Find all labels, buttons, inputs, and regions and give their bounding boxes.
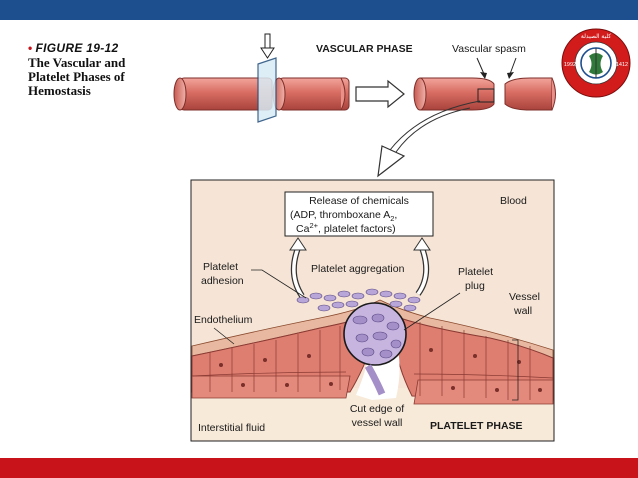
bullet-icon: • xyxy=(28,41,33,55)
platelet-adhesion-line-1: Platelet xyxy=(203,261,238,273)
vessel-wall-line-1: Vessel xyxy=(509,291,540,303)
subscript-2: 2 xyxy=(390,214,394,223)
interstitial-fluid-label: Interstitial fluid xyxy=(198,422,265,434)
platelet-phase-label: PLATELET PHASE xyxy=(430,420,523,432)
superscript-2plus: 2+ xyxy=(309,221,318,230)
figure-number: •FIGURE 19-12 xyxy=(28,41,118,55)
right-arrow-icon xyxy=(355,79,405,109)
constricted-vessel-illustration xyxy=(413,77,556,111)
platelet-plug-line-1: Platelet xyxy=(458,266,493,278)
feedback-arrows xyxy=(289,237,431,298)
figure-title-line-1: The Vascular and xyxy=(28,55,126,70)
release-line-2-text: (ADP, thromboxane A xyxy=(290,209,390,221)
cut-edge-line-2: vessel wall xyxy=(352,417,403,429)
figure-title: The Vascular and Platelet Phases of Hemo… xyxy=(28,56,198,98)
platelet-adhesion-line-2: adhesion xyxy=(201,275,244,287)
logo-year-left: 1992 xyxy=(564,62,576,68)
figure-title-line-3: Hemostasis xyxy=(28,83,91,98)
logo-arc-text: كلية الصيدلة xyxy=(581,33,611,40)
adhesion-leader-line xyxy=(251,269,307,299)
blood-label: Blood xyxy=(500,195,527,207)
cut-arrow-icon xyxy=(260,33,275,59)
platelet-phase-panel xyxy=(190,179,555,442)
release-line-2: (ADP, thromboxane A2, xyxy=(290,209,397,223)
college-logo: كلية الصيدلة 1992 1412 xyxy=(561,28,631,98)
figure-title-line-2: Platelet Phases of xyxy=(28,69,125,84)
platelet-aggregation-illustration xyxy=(296,288,421,312)
endothelium-label: Endothelium xyxy=(194,314,253,326)
release-chemicals-box xyxy=(284,191,434,237)
cut-edge-line-1: Cut edge of xyxy=(350,403,404,415)
figure-number-text: FIGURE 19-12 xyxy=(35,41,119,55)
endothelium-leader-line xyxy=(213,327,235,345)
plug-leader-line xyxy=(403,292,461,331)
platelet-plug-line-2: plug xyxy=(465,280,485,292)
vascular-phase-label: VASCULAR PHASE xyxy=(316,43,413,55)
release-line-2-comma: , xyxy=(394,209,397,221)
platelet-plug-illustration xyxy=(343,302,407,396)
platelet-aggregation-label: Platelet aggregation xyxy=(311,263,405,275)
vessel-wall-line-2: wall xyxy=(513,305,532,317)
vessel-wall-bracket xyxy=(512,339,519,401)
release-line-3: Ca2+, platelet factors) xyxy=(296,221,396,235)
intact-vessel-illustration xyxy=(173,57,350,123)
spasm-arrows xyxy=(476,57,517,79)
release-line-3-ca: Ca xyxy=(296,223,310,235)
bottom-banner xyxy=(0,458,638,478)
vascular-spasm-label: Vascular spasm xyxy=(452,43,526,55)
release-line-3-text: , platelet factors) xyxy=(318,223,396,235)
top-banner xyxy=(0,0,638,20)
logo-year-right: 1412 xyxy=(616,62,628,68)
release-line-1: Release of chemicals xyxy=(309,195,409,207)
zoom-arrow-icon xyxy=(377,100,481,178)
